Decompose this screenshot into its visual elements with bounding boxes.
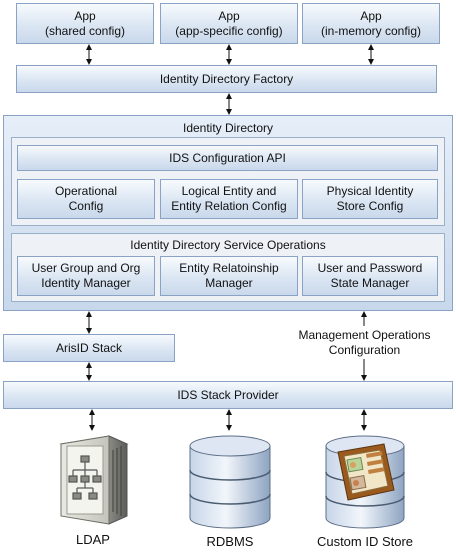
ldap-label: LDAP: [76, 532, 110, 547]
identity-directory-title: Identity Directory: [182, 121, 274, 135]
entity-relationship-manager: Entity Relatoinship Manager: [160, 256, 298, 296]
identity-directory-factory: Identity Directory Factory: [16, 65, 437, 93]
user-group-org-manager: User Group and Org Identity Manager: [17, 256, 155, 296]
arisid-stack: ArisID Stack: [3, 334, 175, 362]
database-icon: [189, 435, 271, 529]
logical-entity-config: Logical Entity and Entity Relation Confi…: [160, 179, 298, 219]
rdbms-label: RDBMS: [206, 534, 254, 549]
user-password-state-manager: User and Password State Manager: [302, 256, 438, 296]
app-specific-config: App(app-specific config): [160, 3, 298, 44]
service-operations-title: Identity Directory Service Operations: [130, 238, 326, 252]
app-shared-config: App(shared config): [16, 3, 154, 44]
operational-config: Operational Config: [17, 179, 155, 219]
app-subtitle: (app-specific config): [175, 23, 283, 38]
app-subtitle: (shared config): [44, 23, 126, 38]
management-operations-label: Management Operations Configuration: [298, 328, 431, 357]
app-title: App: [74, 8, 96, 23]
server-icon: [59, 435, 129, 525]
app-title: App: [218, 8, 240, 23]
ids-stack-provider: IDS Stack Provider: [3, 381, 453, 409]
app-in-memory-config: App(in-memory config): [302, 3, 440, 44]
physical-identity-store-config: Physical Identity Store Config: [302, 179, 438, 219]
custom-store-icon: [325, 435, 405, 529]
app-subtitle: (in-memory config): [320, 23, 422, 38]
custom-id-store-label: Custom ID Store: [316, 534, 414, 549]
ids-configuration-api: IDS Configuration API: [17, 145, 438, 171]
app-title: App: [360, 8, 382, 23]
